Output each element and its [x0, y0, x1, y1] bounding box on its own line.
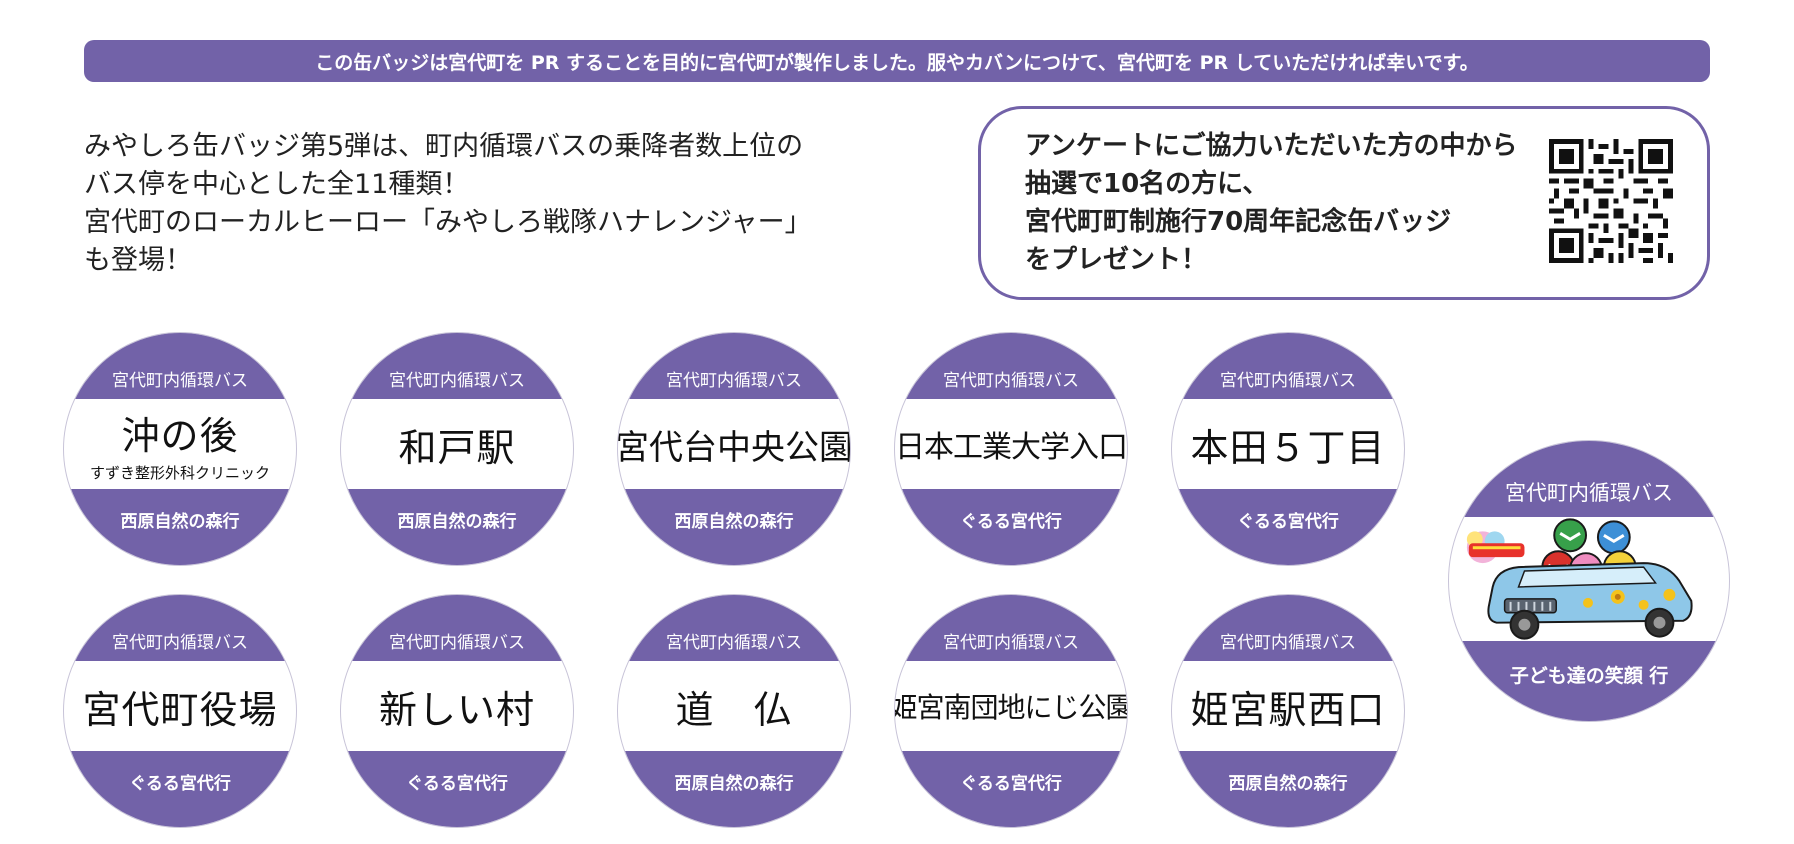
badge-stop-name: 和戸駅	[398, 425, 516, 470]
badge-stop-name: 姫宮南団地にじ公園	[894, 691, 1128, 724]
intro-line: も登場！	[84, 245, 192, 276]
badge-stop-name: 宮代町役場	[82, 687, 278, 732]
badge-middle: 姫宮駅西口	[1172, 661, 1404, 751]
badge-stop-name: 本田５丁目	[1190, 425, 1386, 470]
badge-stop-name: 日本工業大学入口	[895, 430, 1127, 465]
banner-text: この缶バッジは宮代町を PR することを目的に宮代町が製作しました。服やカバンに…	[315, 51, 1479, 74]
badge-honda-5: 宮代町内循環バス 本田５丁目 ぐるる宮代行	[1171, 332, 1405, 566]
intro-line: バス停を中心とした全11種類！	[84, 169, 470, 200]
badge-dobutsu: 宮代町内循環バス 道 仏 西原自然の森行	[617, 594, 851, 828]
survey-line: アンケートにご協力いただいた方の中から	[1025, 131, 1518, 161]
badge-bottom: 西原自然の森行	[1172, 751, 1404, 827]
badge-top: 宮代町内循環バス	[341, 595, 573, 661]
badge-bottom: 西原自然の森行	[618, 489, 850, 565]
survey-line: 抽選で10名の方に、	[1025, 169, 1269, 199]
badge-middle: 日本工業大学入口	[895, 399, 1127, 489]
badge-bottom: 西原自然の森行	[64, 489, 296, 565]
badge-top: 宮代町内循環バス	[618, 333, 850, 399]
hero-car-illustration-icon	[1466, 518, 1693, 640]
qr-code-icon[interactable]	[1549, 139, 1673, 263]
survey-line: をプレゼント！	[1025, 245, 1208, 275]
badge-bottom: ぐるる宮代行	[1172, 489, 1404, 565]
badge-top: 宮代町内循環バス	[64, 333, 296, 399]
survey-box: アンケートにご協力いただいた方の中から 抽選で10名の方に、 宮代町町制施行70…	[978, 106, 1710, 300]
badge-bottom: ぐるる宮代行	[341, 751, 573, 827]
badge-top: 宮代町内循環バス	[1172, 595, 1404, 661]
badge-miyashirodai-park: 宮代町内循環バス 宮代台中央公園 西原自然の森行	[617, 332, 851, 566]
survey-line: 宮代町町制施行70周年記念缶バッジ	[1025, 207, 1452, 237]
badge-bottom: ぐるる宮代行	[64, 751, 296, 827]
badge-middle: 沖の後 すずき整形外科クリニック	[64, 399, 296, 489]
badge-okinogo: 宮代町内循環バス 沖の後 すずき整形外科クリニック 西原自然の森行	[63, 332, 297, 566]
badge-himemiya-niji-park: 宮代町内循環バス 姫宮南団地にじ公園 ぐるる宮代行	[894, 594, 1128, 828]
badge-bottom: ぐるる宮代行	[895, 751, 1127, 827]
badge-hanaranger: 宮代町内循環バス	[1448, 440, 1730, 722]
intro-line: 宮代町のローカルヒーロー「みやしろ戦隊ハナレンジャー」	[84, 207, 812, 238]
badge-stop-name: 宮代台中央公園	[617, 427, 851, 468]
badge-himemiya-west-exit: 宮代町内循環バス 姫宮駅西口 西原自然の森行	[1171, 594, 1405, 828]
survey-text: アンケートにご協力いただいた方の中から 抽選で10名の方に、 宮代町町制施行70…	[1025, 127, 1517, 279]
badge-stop-name: 姫宮駅西口	[1190, 687, 1386, 732]
badge-middle: 道 仏	[618, 661, 850, 751]
badge-nit-entrance: 宮代町内循環バス 日本工業大学入口 ぐるる宮代行	[894, 332, 1128, 566]
badge-stop-sub: すずき整形外科クリニック	[89, 464, 270, 482]
top-banner: この缶バッジは宮代町を PR することを目的に宮代町が製作しました。服やカバンに…	[84, 40, 1710, 82]
badge-wado-station: 宮代町内循環バス 和戸駅 西原自然の森行	[340, 332, 574, 566]
badge-top: 宮代町内循環バス	[64, 595, 296, 661]
badge-stop-name: 新しい村	[378, 687, 535, 732]
badge-bottom: 西原自然の森行	[618, 751, 850, 827]
badge-stop-name: 沖の後	[121, 414, 239, 458]
badge-middle: 姫宮南団地にじ公園	[895, 661, 1127, 751]
badge-town-office: 宮代町内循環バス 宮代町役場 ぐるる宮代行	[63, 594, 297, 828]
badge-middle: 和戸駅	[341, 399, 573, 489]
badge-middle: 本田５丁目	[1172, 399, 1404, 489]
intro-text: みやしろ缶バッジ第5弾は、町内循環バスの乗降者数上位の バス停を中心とした全11…	[84, 128, 944, 280]
badge-bottom: ぐるる宮代行	[895, 489, 1127, 565]
badge-stop-name: 道 仏	[675, 687, 793, 732]
badge-middle: 宮代台中央公園	[618, 399, 850, 489]
badge-bottom: 西原自然の森行	[341, 489, 573, 565]
badge-bottom: 子ども達の笑顔 行	[1449, 641, 1729, 721]
badge-top: 宮代町内循環バス	[1449, 441, 1729, 517]
badge-top: 宮代町内循環バス	[895, 595, 1127, 661]
car-icon	[1487, 562, 1693, 640]
badge-top: 宮代町内循環バス	[341, 333, 573, 399]
badge-middle: 新しい村	[341, 661, 573, 751]
badge-top: 宮代町内循環バス	[618, 595, 850, 661]
badge-top: 宮代町内循環バス	[895, 333, 1127, 399]
intro-line: みやしろ缶バッジ第5弾は、町内循環バスの乗降者数上位の	[84, 131, 804, 162]
logo-splash-icon	[1466, 531, 1525, 564]
badge-top: 宮代町内循環バス	[1172, 333, 1404, 399]
badge-atarashii-mura: 宮代町内循環バス 新しい村 ぐるる宮代行	[340, 594, 574, 828]
badge-middle: 宮代町役場	[64, 661, 296, 751]
